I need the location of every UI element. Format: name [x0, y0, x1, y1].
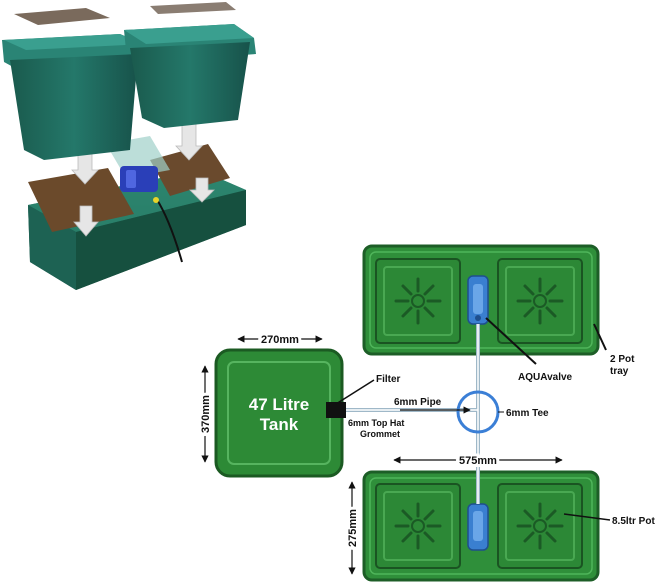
grommet-label-line2: Grommet — [360, 429, 400, 439]
tray-label-line2: tray — [610, 366, 629, 377]
tank: 47 Litre Tank — [214, 348, 344, 478]
valve-label: AQUAvalve — [518, 372, 573, 383]
tray-bottom — [362, 470, 600, 582]
filter-label: Filter — [376, 374, 401, 385]
pot-right-3d — [124, 24, 256, 128]
sunburst-drain-icon — [394, 502, 442, 550]
pipe-label: 6mm Pipe — [394, 397, 442, 408]
sunburst-drain-icon — [516, 502, 564, 550]
mat-left — [28, 168, 134, 232]
pot-label: 8.5ltr Pot — [612, 516, 655, 527]
dimension-tank-width: 270mm — [237, 331, 323, 349]
dimension-tray-height: 275mm — [344, 481, 362, 575]
pot-left-3d — [2, 34, 146, 160]
tray-height-label: 275mm — [347, 509, 359, 547]
tank-title-line2: Tank — [260, 415, 299, 434]
tank-title-line1: 47 Litre — [249, 395, 309, 414]
tee-label: 6mm Tee — [506, 408, 549, 419]
filter-icon — [326, 402, 346, 418]
callout-valve: AQUAvalve — [485, 317, 573, 383]
dimension-tank-height: 370mm — [197, 365, 215, 463]
assembly-arrows — [71, 121, 215, 237]
callout-tee: 6mm Tee — [498, 408, 549, 419]
exploded-illustration — [2, 2, 256, 290]
tank-height-label: 370mm — [200, 395, 212, 433]
tray-top-pot-right — [497, 258, 583, 344]
mat-right — [150, 144, 230, 196]
aquavalve-3d-icon — [120, 166, 158, 192]
callout-pot: 8.5ltr Pot — [563, 513, 655, 527]
dimension-tray-width: 575mm — [393, 452, 563, 470]
tray-top — [362, 244, 600, 356]
tank-width-label: 270mm — [261, 334, 299, 346]
lid-left — [14, 8, 110, 25]
sunburst-drain-icon — [394, 277, 442, 325]
tray-top-pot-left — [375, 258, 461, 344]
tray-bottom-pot-right — [497, 483, 583, 569]
tray-width-label: 575mm — [459, 455, 497, 467]
callout-grommet: 6mm Top Hat Grommet — [348, 418, 404, 439]
callout-pipe: 6mm Pipe — [394, 397, 471, 414]
tray-bottom-pot-left — [375, 483, 461, 569]
callout-tray: 2 Pot tray — [593, 323, 635, 377]
aquavalve-icon — [467, 275, 489, 325]
lid-right — [150, 2, 236, 14]
tray-label-line1: 2 Pot — [610, 354, 635, 365]
aquavalve-bottom-icon — [467, 503, 489, 551]
callout-filter: Filter — [335, 374, 401, 405]
grommet-label-line1: 6mm Top Hat — [348, 418, 404, 428]
sunburst-drain-icon — [516, 277, 564, 325]
